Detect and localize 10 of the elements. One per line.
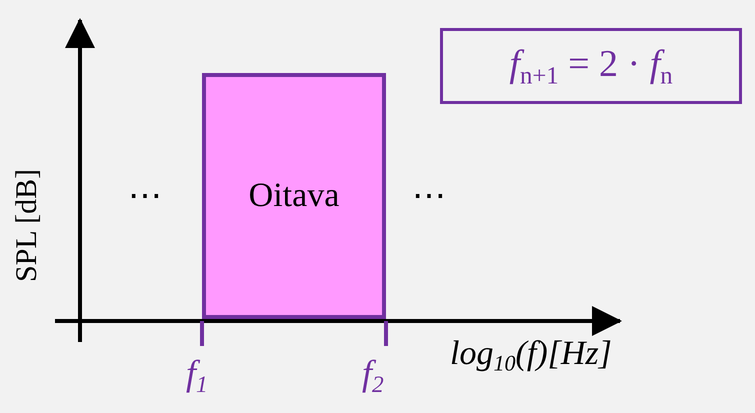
tick-label: f$_{1}$: [186, 355, 208, 398]
formula-text: f$_{n+1}$ = 2 · f$_{n}$: [509, 42, 673, 90]
formula-box: [440, 28, 742, 104]
ellipsis: ⋯: [412, 180, 446, 214]
axis-title: log$_{10}$(f)[Hz]: [450, 337, 612, 375]
band-label: Oitava: [248, 177, 340, 215]
octave-band: [202, 73, 386, 319]
ellipsis: ⋯: [128, 180, 162, 214]
axis-title: SPL [dB]: [12, 168, 42, 282]
tick-label: f$_{2}$: [362, 355, 384, 398]
